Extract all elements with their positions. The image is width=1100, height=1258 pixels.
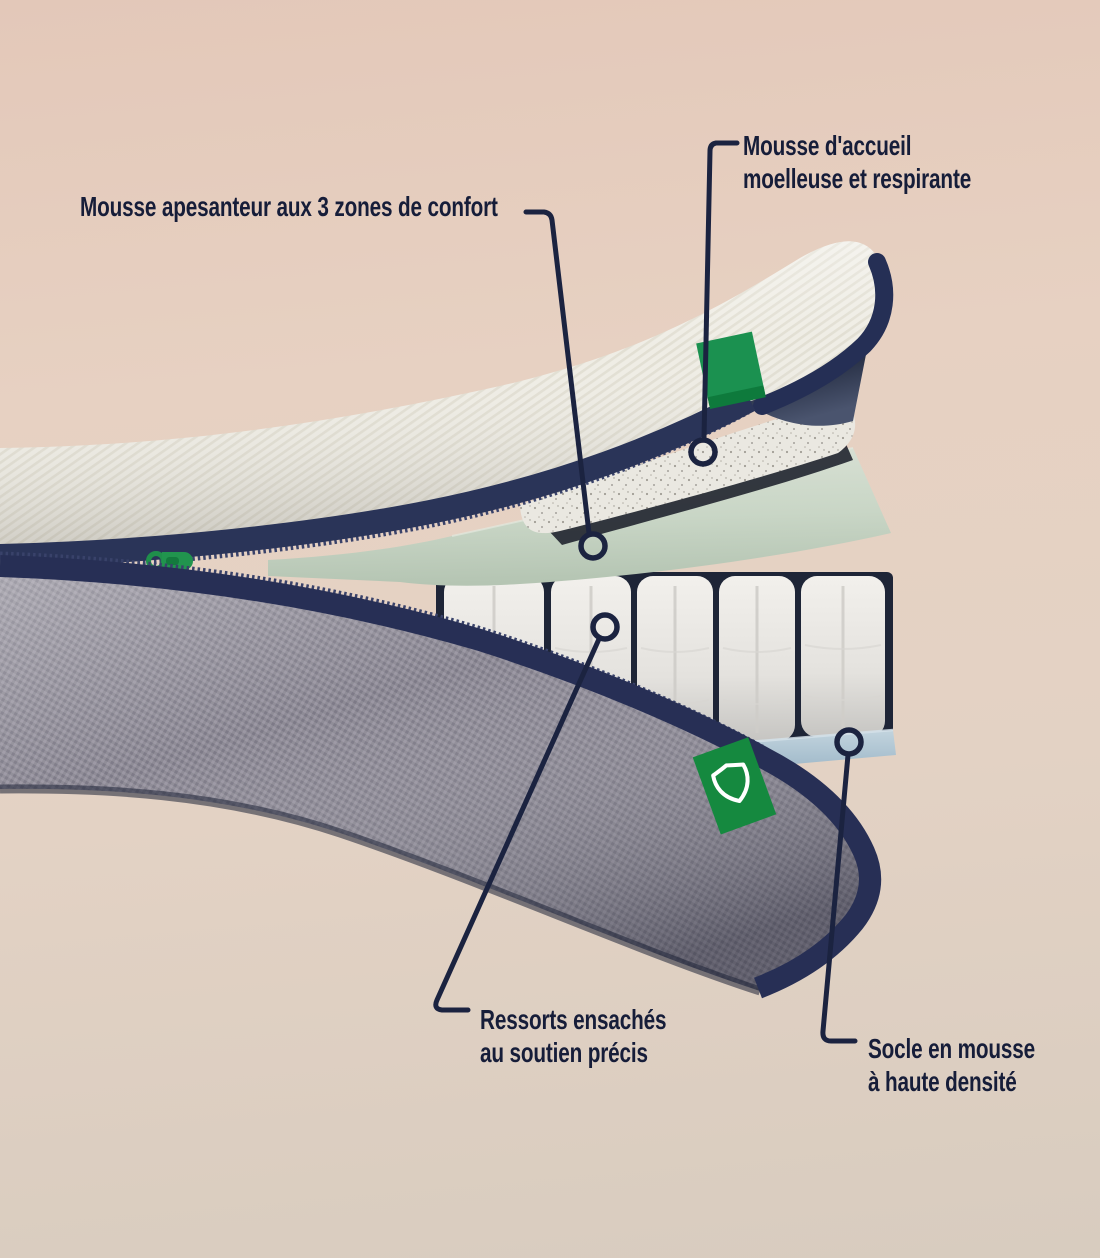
- label-ressorts: Ressorts ensachés au soutien précis: [480, 1003, 667, 1069]
- label-line: moelleuse et respirante: [743, 163, 972, 194]
- label-line: à haute densité: [868, 1066, 1017, 1097]
- label-line: Mousse d'accueil: [743, 130, 912, 161]
- label-socle: Socle en mousse à haute densité: [868, 1032, 1035, 1098]
- shield-icon: [711, 762, 750, 804]
- callout-line-accueil: [688, 140, 740, 467]
- fabric-tag: [696, 331, 766, 410]
- welcome-foam-layer: [520, 404, 856, 534]
- cover-trim: [0, 389, 756, 568]
- callout-line-socle: [820, 727, 864, 1044]
- label-line: au soutien précis: [480, 1037, 648, 1068]
- label-line: Socle en mousse: [868, 1033, 1036, 1064]
- callout-line-ressorts: [433, 612, 620, 1013]
- label-mousse-apesanteur: Mousse apesanteur aux 3 zones de confort: [80, 190, 498, 223]
- cover-bottom-shadow: [0, 784, 762, 996]
- badge-tag: [692, 737, 777, 835]
- label-mousse-accueil: Mousse d'accueil moelleuse et respirante: [743, 129, 971, 195]
- bottom-cover-layer: [0, 551, 881, 999]
- label-line: Mousse apesanteur aux 3 zones de confort: [80, 191, 498, 222]
- cover-edge-band: [753, 253, 894, 415]
- label-line: Ressorts ensachés: [480, 1004, 667, 1035]
- callout-line-apesanteur: [523, 209, 608, 561]
